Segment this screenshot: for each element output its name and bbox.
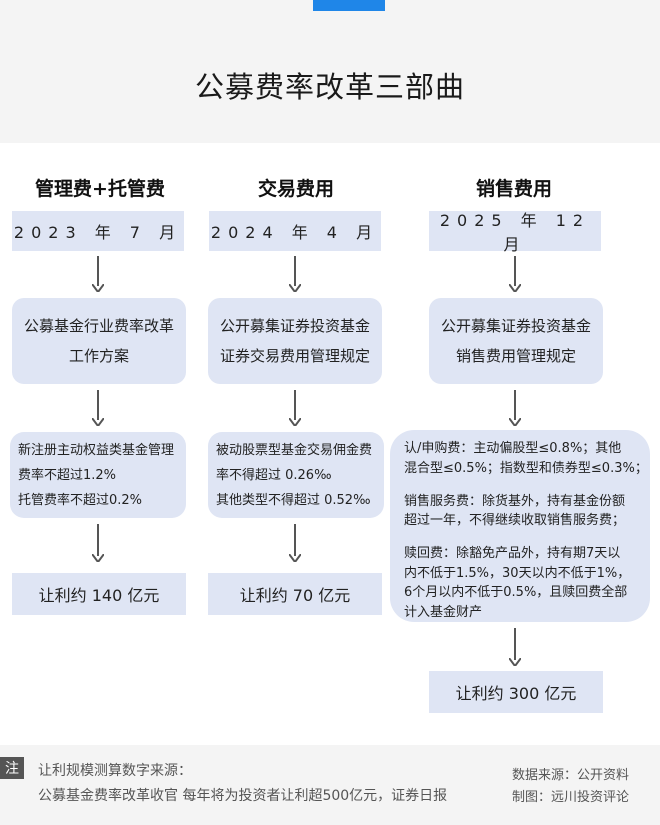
detail-line: 混合型≤0.5%；指数型和债券型≤0.3%； bbox=[404, 460, 648, 476]
data-source: 数据来源：公开资料 bbox=[512, 768, 630, 783]
column-heading-trading-fee: 交易费用 bbox=[257, 178, 334, 200]
accent-bar bbox=[313, 0, 385, 11]
detail-line: 计入基金财产 bbox=[404, 604, 483, 620]
column-heading-management-fee: 管理费+托管费 bbox=[35, 178, 165, 200]
note-line-1: 让利规模测算数字来源： bbox=[38, 763, 192, 779]
date-box-2024: 2024 年 4 月 bbox=[209, 211, 381, 251]
footer-band bbox=[0, 745, 660, 825]
detail-line: 托管费率不超过0.2% bbox=[18, 492, 143, 508]
detail-line: 新注册主动权益类基金管理 bbox=[18, 442, 175, 458]
arrow-down-icon bbox=[289, 390, 301, 426]
detail-line: 赎回费：除豁免产品外，持有期7天以 bbox=[404, 546, 621, 561]
document-box-reform-plan: 公募基金行业费率改革 工作方案 bbox=[12, 298, 186, 384]
arrow-down-icon bbox=[509, 628, 521, 666]
page-title: 公募费率改革三部曲 bbox=[194, 70, 465, 104]
document-box-trading-rules: 公开募集证券投资基金 证券交易费用管理规定 bbox=[208, 298, 382, 384]
document-line: 公募基金行业费率改革 bbox=[23, 317, 174, 335]
detail-line: 内不低于1.5%，30天以内不低于1%， bbox=[404, 565, 631, 581]
document-line: 证券交易费用管理规定 bbox=[219, 347, 370, 365]
arrow-down-icon bbox=[509, 256, 521, 292]
date-box-2023: 2023 年 7 月 bbox=[12, 211, 184, 251]
result-box-140: 让利约 140 亿元 bbox=[12, 573, 186, 615]
detail-box-management-fee: 新注册主动权益类基金管理 费率不超过1.2% 托管费率不超过0.2% bbox=[10, 432, 186, 518]
detail-line: 被动股票型基金交易佣金费 bbox=[216, 442, 373, 458]
document-line: 公开募集证券投资基金 bbox=[219, 317, 370, 335]
result-box-300: 让利约 300 亿元 bbox=[429, 671, 603, 713]
arrow-down-icon bbox=[92, 524, 104, 562]
document-line: 销售费用管理规定 bbox=[455, 347, 576, 365]
note-line-2: 公募基金费率改革收官 每年将为投资者让利超500亿元，证券日报 bbox=[38, 788, 448, 804]
arrow-down-icon bbox=[509, 390, 521, 426]
detail-box-trading-fee: 被动股票型基金交易佣金费 率不得超过 0.26‰ 其他类型不得超过 0.52‰ bbox=[208, 432, 384, 518]
detail-line: 超过一年，不得继续收取销售服务费； bbox=[404, 513, 626, 528]
chart-credit: 制图：远川投资评论 bbox=[512, 790, 630, 805]
document-line: 工作方案 bbox=[68, 347, 129, 365]
title-band bbox=[0, 0, 660, 143]
column-heading-sales-fee: 销售费用 bbox=[475, 178, 552, 200]
arrow-down-icon bbox=[289, 524, 301, 562]
detail-line: 认/申购费：主动偏股型≤0.8%；其他 bbox=[404, 441, 622, 456]
date-box-2025: 2025 年 12 月 bbox=[429, 211, 601, 254]
result-box-70: 让利约 70 亿元 bbox=[208, 573, 382, 615]
detail-line: 销售服务费：除货基外，持有基金份额 bbox=[404, 493, 626, 509]
detail-line: 6个月以内不低于0.5%，且赎回费全部 bbox=[404, 585, 628, 600]
document-line: 公开募集证券投资基金 bbox=[440, 317, 591, 335]
arrow-down-icon bbox=[92, 256, 104, 292]
document-box-sales-rules: 公开募集证券投资基金 销售费用管理规定 bbox=[429, 298, 603, 384]
detail-box-sales-fee: 认/申购费：主动偏股型≤0.8%；其他 混合型≤0.5%；指数型和债券型≤0.3… bbox=[390, 430, 650, 622]
arrow-down-icon bbox=[92, 390, 104, 426]
detail-line: 其他类型不得超过 0.52‰ bbox=[216, 492, 371, 508]
arrow-down-icon bbox=[289, 256, 301, 292]
detail-line: 费率不超过1.2% bbox=[18, 467, 117, 483]
note-label: 注 bbox=[0, 757, 24, 779]
detail-line: 率不得超过 0.26‰ bbox=[216, 467, 332, 483]
